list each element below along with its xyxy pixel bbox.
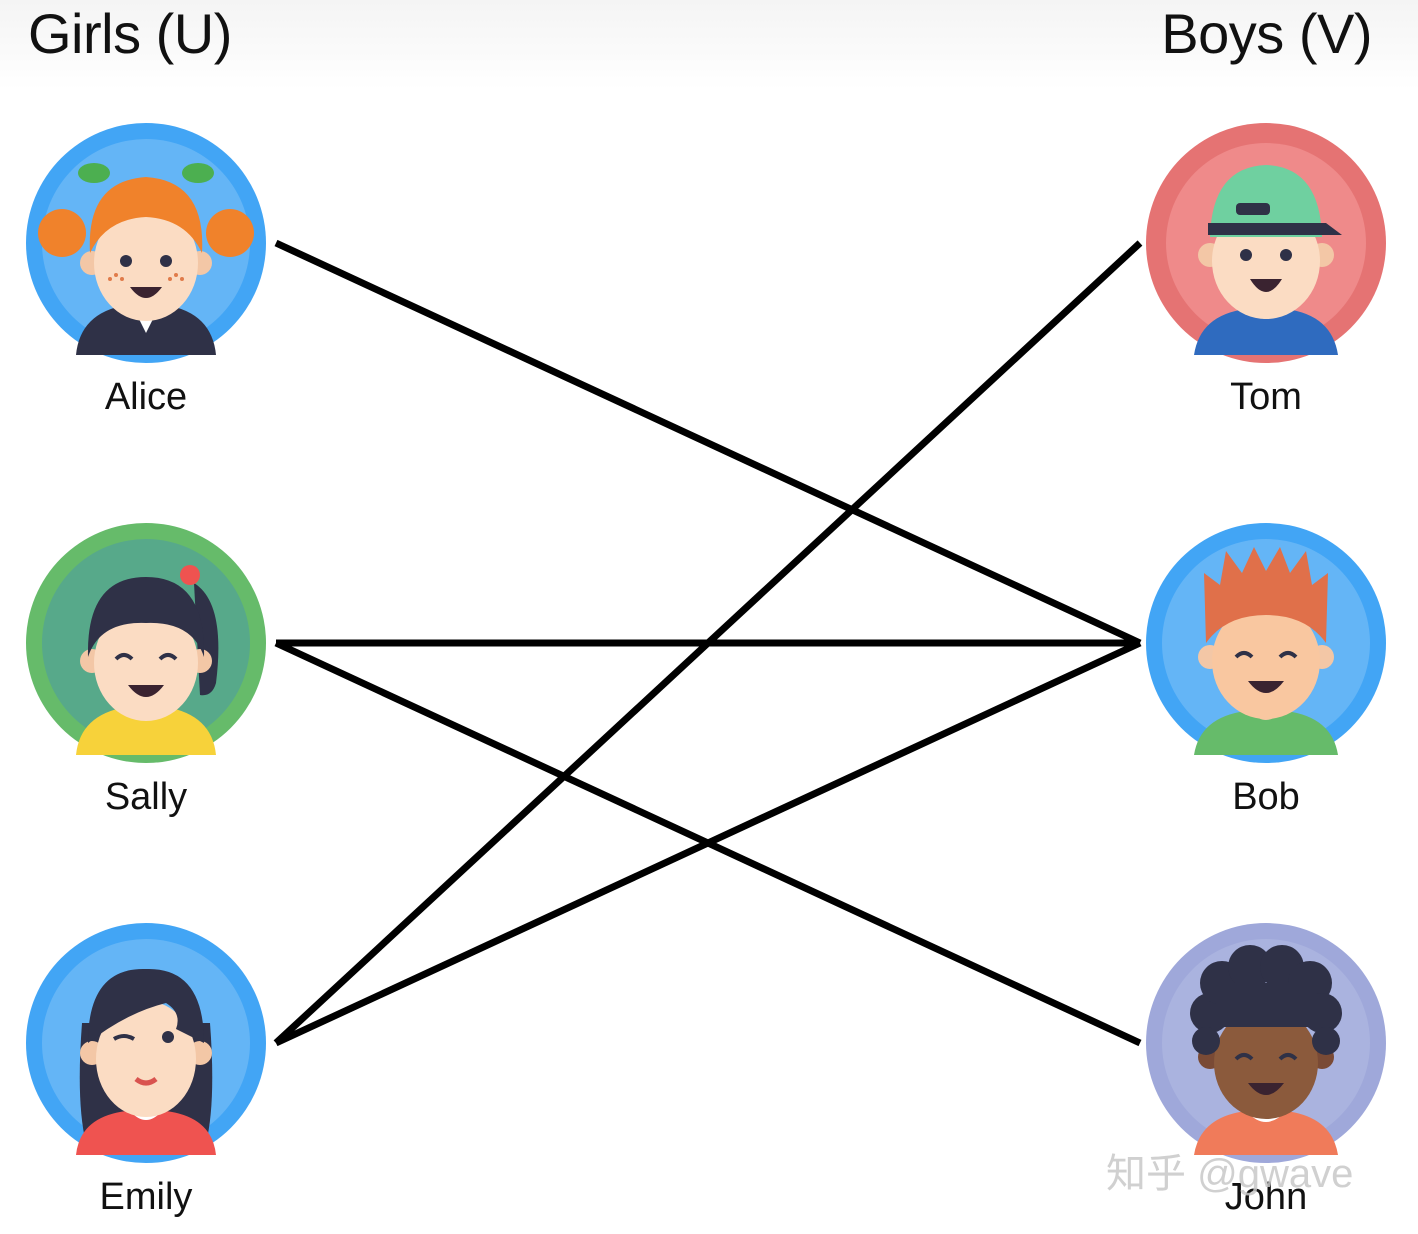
label-john: John [1224, 1176, 1308, 1218]
girls-group-title: Girls (U) [28, 2, 232, 65]
avatar-sally [26, 523, 266, 763]
edge-emily-bob [274, 639, 1142, 1047]
avatar-john [1146, 923, 1386, 1163]
header-background [0, 0, 1418, 90]
avatar-tom [1146, 123, 1386, 363]
avatar-alice [26, 123, 266, 363]
avatar-emily [26, 923, 266, 1163]
label-alice: Alice [104, 376, 188, 418]
avatar-bob [1146, 523, 1386, 763]
label-tom: Tom [1230, 376, 1302, 418]
edge-group [273, 239, 1143, 1047]
watermark: 知乎 @gwave [1106, 1152, 1354, 1196]
boys-group-title: Boys (V) [1161, 2, 1372, 65]
label-sally: Sally [104, 776, 188, 818]
edge-alice-bob [274, 239, 1142, 647]
label-bob: Bob [1232, 776, 1300, 818]
label-emily: Emily [99, 1176, 193, 1218]
edge-emily-tom [273, 240, 1143, 1046]
